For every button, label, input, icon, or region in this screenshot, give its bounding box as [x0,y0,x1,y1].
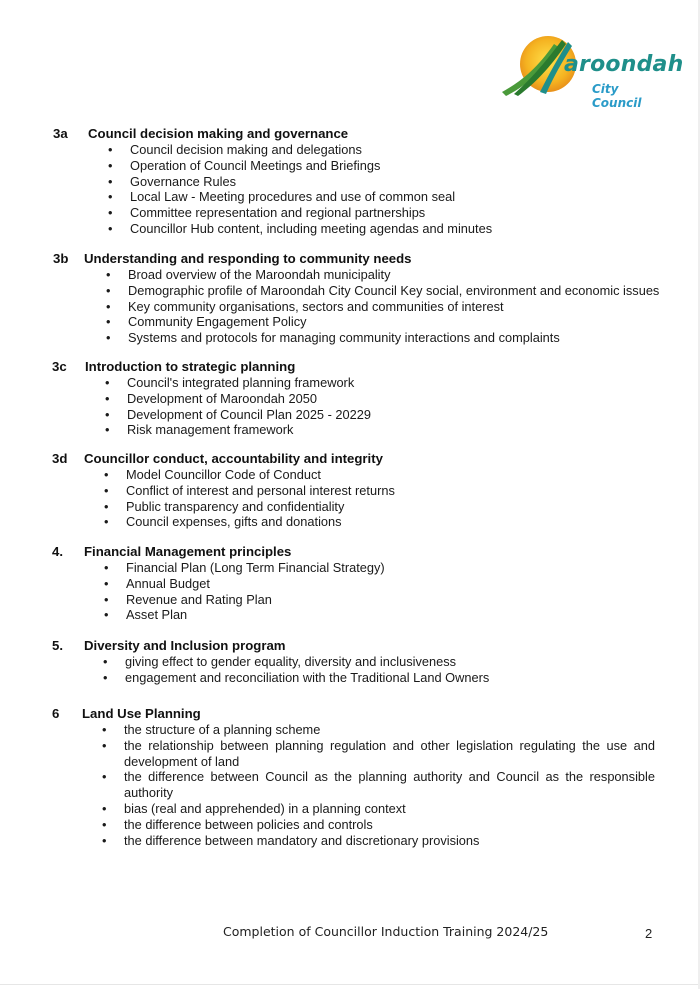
list-item: Asset Plan [104,607,385,623]
page-number: 2 [645,926,653,941]
list-item: Development of Council Plan 2025 - 20229 [105,407,371,423]
page-bottom-divider [0,984,700,985]
list-item: Demographic profile of Maroondah City Co… [106,283,659,299]
section-title: Land Use Planning [82,706,201,721]
list-item: engagement and reconciliation with the T… [103,670,489,686]
section-number: 4. [52,544,63,559]
list-item: the relationship between planning regula… [102,738,655,770]
list-item: Systems and protocols for managing commu… [106,330,659,346]
section-title: Council decision making and governance [88,126,349,141]
list-item: Conflict of interest and personal intere… [104,483,395,499]
list-item: Public transparency and confidentiality [104,499,395,515]
section-title: Understanding and responding to communit… [84,251,412,266]
list-item: Broad overview of the Maroondah municipa… [106,267,659,283]
section-number: 6 [52,706,60,721]
list-item: Council expenses, gifts and donations [104,514,395,530]
list-item: Committee representation and regional pa… [108,205,492,221]
section-number: 3b [53,251,69,266]
section-title: Financial Management principles [84,544,292,559]
list-item: Key community organisations, sectors and… [106,299,659,315]
list-item: the difference between mandatory and dis… [102,833,655,849]
list-item: the difference between policies and cont… [102,817,655,833]
section-title: Diversity and Inclusion program [84,638,286,653]
section-number: 3c [52,359,67,374]
section-title: Introduction to strategic planning [85,359,296,374]
list-item: Local Law - Meeting procedures and use o… [108,189,492,205]
list-item: bias (real and apprehended) in a plannin… [102,801,655,817]
section-title: Councillor conduct, accountability and i… [84,451,383,466]
list-item: giving effect to gender equality, divers… [103,654,489,670]
list-item: Community Engagement Policy [106,314,659,330]
list-item: Model Councillor Code of Conduct [104,467,395,483]
list-item: Council's integrated planning framework [105,375,371,391]
logo-wordmark: aroondah [564,52,684,77]
footer-text: Completion of Councillor Induction Train… [223,924,549,939]
list-item: Revenue and Rating Plan [104,592,385,608]
list-item: Governance Rules [108,174,492,190]
logo-emblem-icon [502,36,576,96]
page-edge [698,0,700,989]
list-item: Councillor Hub content, including meetin… [108,221,492,237]
section-number: 3a [53,126,68,141]
logo-subtitle: City Council [592,82,642,110]
list-item: the structure of a planning scheme [102,722,655,738]
list-item: Operation of Council Meetings and Briefi… [108,158,492,174]
list-item: Council decision making and delegations [108,142,492,158]
list-item: Risk management framework [105,422,371,438]
list-item: the difference between Council as the pl… [102,769,655,801]
section-number: 5. [52,638,63,653]
list-item: Development of Maroondah 2050 [105,391,371,407]
list-item: Financial Plan (Long Term Financial Stra… [104,560,385,576]
maroondah-logo: aroondah City Council [500,34,683,110]
section-number: 3d [52,451,68,466]
list-item: Annual Budget [104,576,385,592]
